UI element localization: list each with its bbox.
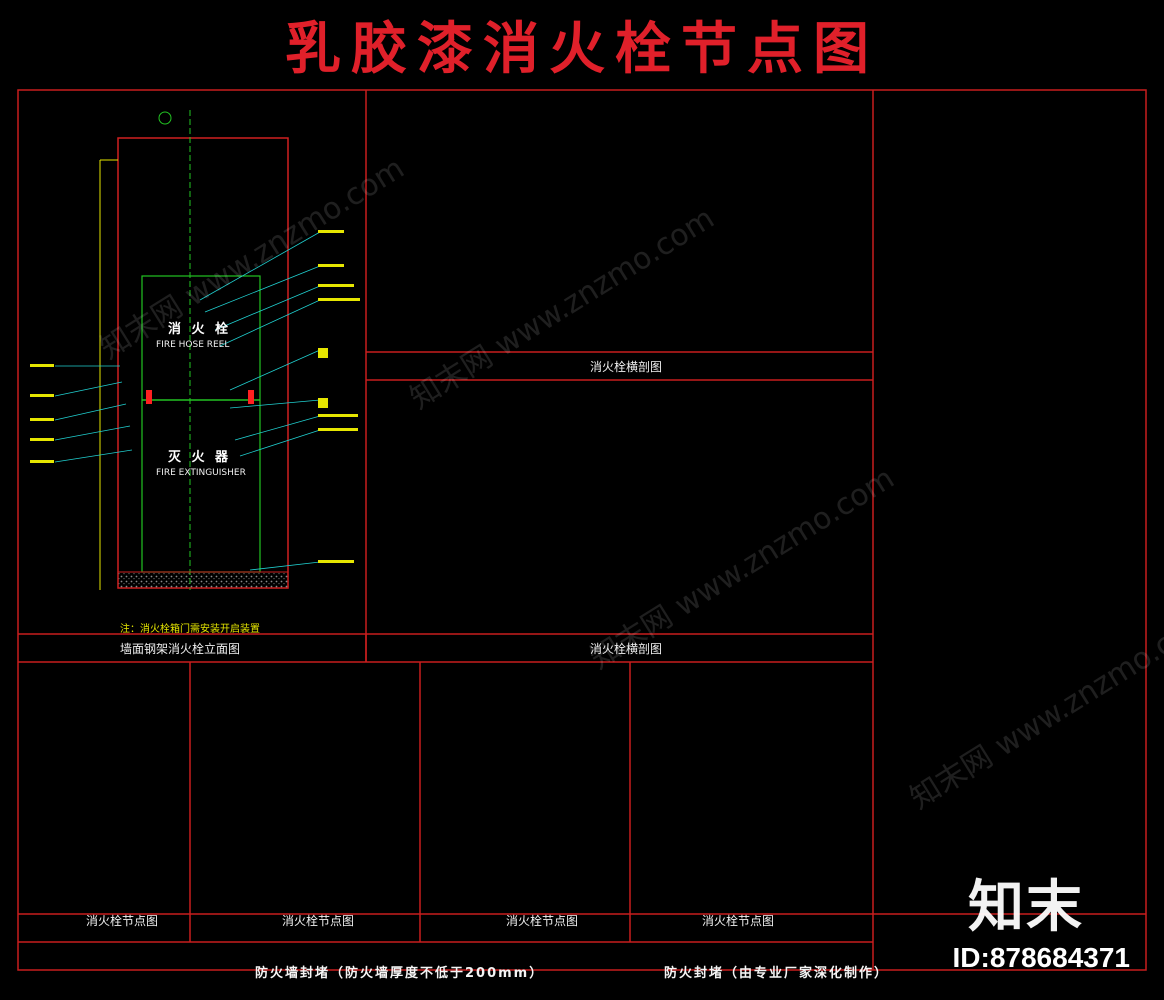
caption-detail-1: 消火栓节点图 xyxy=(86,914,159,928)
cabinet-label-top: 消 火 栓 xyxy=(168,322,232,337)
cabinet-sub-bottom: FIRE EXTINGUISHER xyxy=(156,468,246,478)
caption-plan-middle: 消火栓横剖图 xyxy=(590,642,663,656)
footer-left: 防火墙封堵（防火墙厚度不低于200mm） xyxy=(255,966,545,981)
caption-plan-top: 消火栓横剖图 xyxy=(590,360,663,374)
cabinet-label-bottom: 灭 火 器 xyxy=(168,450,232,465)
caption-detail-2: 消火栓节点图 xyxy=(282,914,355,928)
elevation-view xyxy=(30,110,360,590)
page-title: 乳胶漆消火栓节点图 xyxy=(285,16,879,82)
caption-elevation: 墙面钢架消火栓立面图 xyxy=(120,642,241,656)
outer-frame xyxy=(17,89,1147,971)
caption-detail-3: 消火栓节点图 xyxy=(506,914,579,928)
caption-detail-4: 消火栓节点图 xyxy=(702,914,775,928)
footer-right: 防火封堵（由专业厂家深化制作） xyxy=(664,966,890,981)
cabinet-sub-top: FIRE HOSE REEL xyxy=(156,340,230,350)
brand-logo: 知末 xyxy=(968,875,1084,940)
elevation-note: 注：消火栓箱门需安装开启装置 xyxy=(120,624,260,635)
image-id: ID:878684371 xyxy=(952,942,1130,973)
